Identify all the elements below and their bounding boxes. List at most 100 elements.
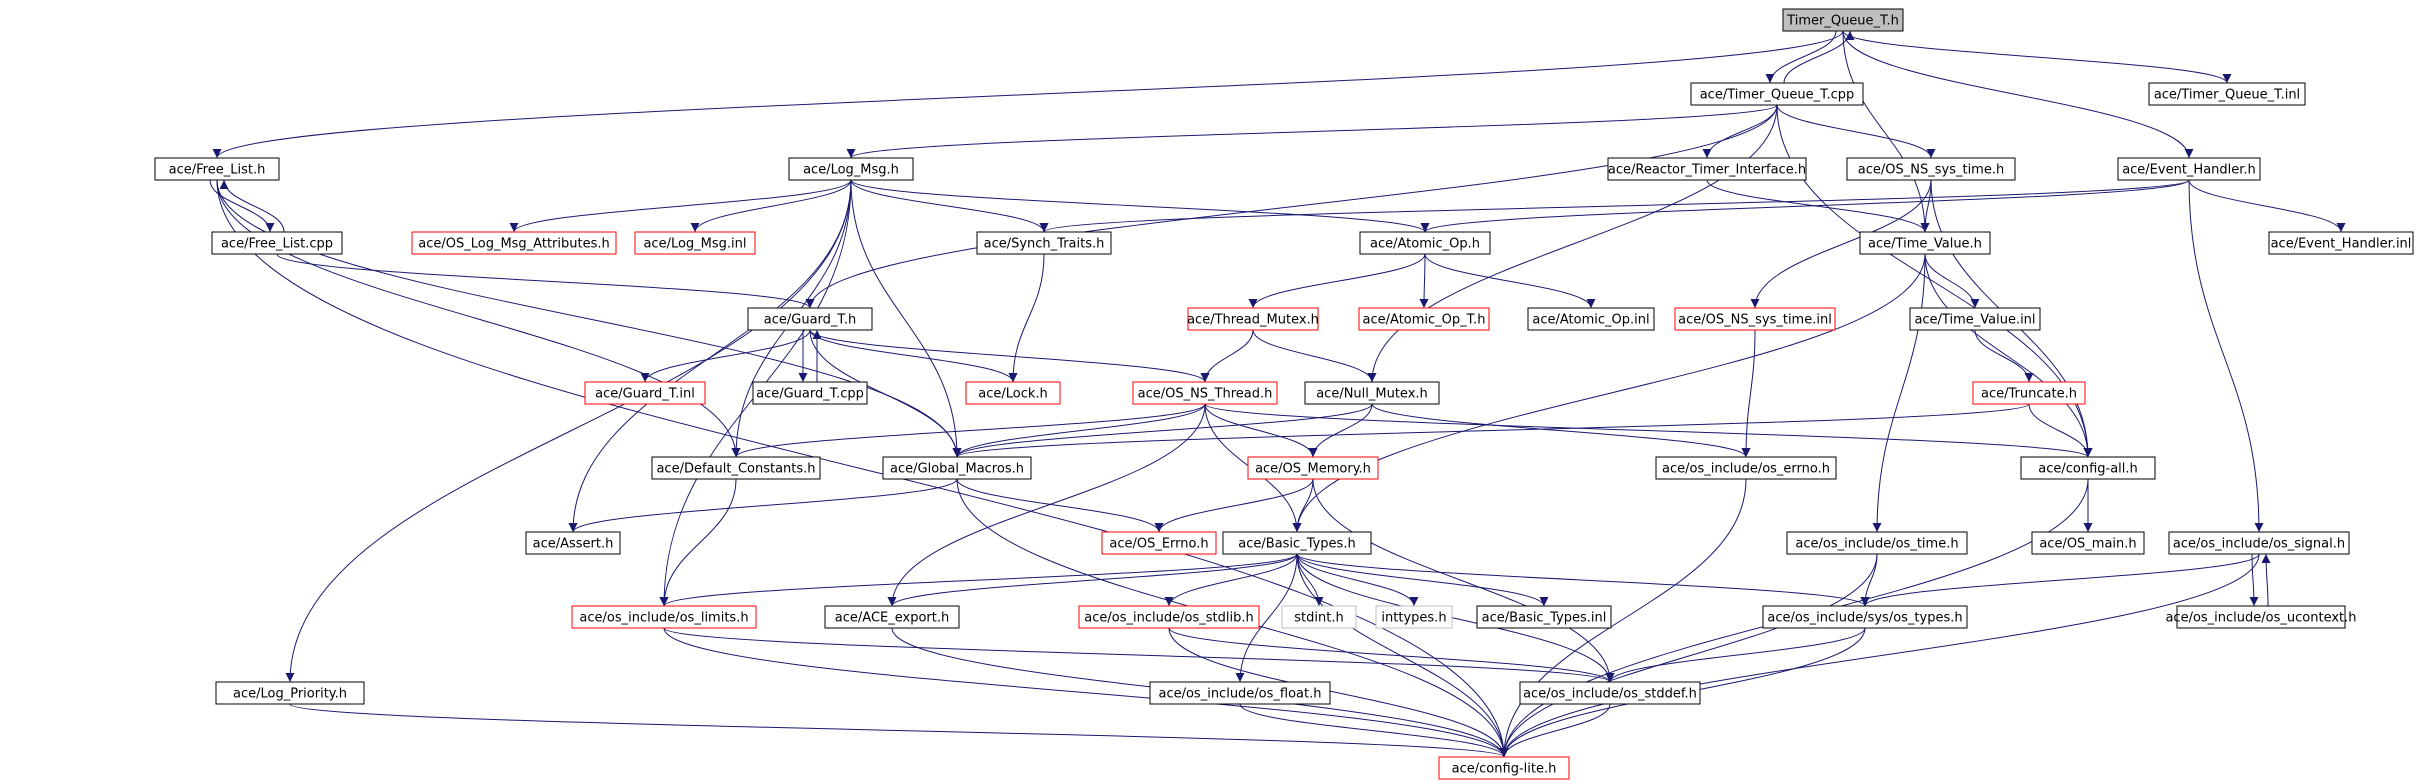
node-box[interactable] [1607,157,1807,181]
node-ace-os-include-os-limits-h[interactable]: ace/os_include/os_limits.h [571,605,757,629]
node-ace-synch-traits-h[interactable]: ace/Synch_Traits.h [976,231,1112,255]
node-ace-os-ns-sys-time-inl[interactable]: ace/OS_NS_sys_time.inl [1674,307,1836,331]
node-ace-os-include-os-signal-h[interactable]: ace/os_include/os_signal.h [2168,531,2350,555]
node-box[interactable] [976,231,1112,255]
node-box[interactable] [1786,531,1968,555]
node-box[interactable] [1859,231,1991,255]
node-ace-os-include-os-stdlib-h[interactable]: ace/os_include/os_stdlib.h [1078,605,1260,629]
node-ace-basic-types-inl[interactable]: ace/Basic_Types.inl [1476,605,1612,629]
node-box[interactable] [2268,231,2414,255]
node-box[interactable] [824,605,960,629]
node-box[interactable] [788,157,914,181]
node-box[interactable] [1187,307,1319,331]
node-ace-atomic-op-t-h[interactable]: ace/Atomic_Op_T.h [1358,307,1490,331]
node-box[interactable] [1519,681,1701,705]
node-ace-os-include-os-errno-h[interactable]: ace/os_include/os_errno.h [1655,456,1837,480]
node-box[interactable] [525,531,621,555]
node-ace-os-errno-h[interactable]: ace/OS_Errno.h [1101,531,1217,555]
node-ace-free-list-cpp[interactable]: ace/Free_List.cpp [211,231,343,255]
node-ace-config-lite-h[interactable]: ace/config-lite.h [1438,756,1570,780]
node-box[interactable] [882,456,1032,480]
node-ace-ace-export-h[interactable]: ace/ACE_export.h [824,605,960,629]
node-ace-log-priority-h[interactable]: ace/Log_Priority.h [215,681,365,705]
node-ace-global-macros-h[interactable]: ace/Global_Macros.h [882,456,1032,480]
node-box[interactable] [1101,531,1217,555]
node-box[interactable] [584,381,706,405]
node-box[interactable] [1438,756,1570,780]
node-ace-log-msg-inl[interactable]: ace/Log_Msg.inl [634,231,756,255]
node-ace-default-constants-h[interactable]: ace/Default_Constants.h [651,456,821,480]
node-ace-os-include-os-float-h[interactable]: ace/os_include/os_float.h [1149,681,1331,705]
node-ace-guard-t-h[interactable]: ace/Guard_T.h [747,307,873,331]
node-box[interactable] [1281,605,1357,629]
node-ace-timer-queue-t-inl[interactable]: ace/Timer_Queue_T.inl [2148,82,2306,106]
node-box[interactable] [571,605,757,629]
node-ace-event-handler-inl[interactable]: ace/Event_Handler.inl [2268,231,2414,255]
node-box[interactable] [1358,307,1490,331]
node-ace-os-include-os-time-h[interactable]: ace/os_include/os_time.h [1786,531,1968,555]
node-ace-time-value-h[interactable]: ace/Time_Value.h [1859,231,1991,255]
node-ace-os-include-os-ucontext-h[interactable]: ace/os_include/os_ucontext.h [2165,605,2357,629]
node-box[interactable] [215,681,365,705]
node-box[interactable] [2148,82,2306,106]
node-stdint-h[interactable]: stdint.h [1281,605,1357,629]
node-box[interactable] [1527,307,1655,331]
node-box[interactable] [1782,8,1904,32]
node-box[interactable] [1359,231,1491,255]
node-ace-log-msg-h[interactable]: ace/Log_Msg.h [788,157,914,181]
node-box[interactable] [411,231,617,255]
node-ace-assert-h[interactable]: ace/Assert.h [525,531,621,555]
node-box[interactable] [2176,605,2346,629]
node-box[interactable] [1078,605,1260,629]
node-ace-reactor-timer-interface-h[interactable]: ace/Reactor_Timer_Interface.h [1607,157,1807,181]
node-box[interactable] [1222,531,1372,555]
node-box[interactable] [154,157,280,181]
node-box[interactable] [1762,605,1968,629]
node-box[interactable] [1972,381,2086,405]
node-ace-os-main-h[interactable]: ace/OS_main.h [2031,531,2145,555]
node-ace-truncate-h[interactable]: ace/Truncate.h [1972,381,2086,405]
node-ace-os-include-sys-os-types-h[interactable]: ace/os_include/sys/os_types.h [1762,605,1968,629]
node-box[interactable] [1476,605,1612,629]
node-box[interactable] [2168,531,2350,555]
node-ace-atomic-op-inl[interactable]: ace/Atomic_Op.inl [1527,307,1655,331]
node-box[interactable] [2117,157,2261,181]
node-box[interactable] [965,381,1061,405]
node-box[interactable] [1674,307,1836,331]
node-ace-os-ns-thread-h[interactable]: ace/OS_NS_Thread.h [1132,381,1278,405]
node-ace-lock-h[interactable]: ace/Lock.h [965,381,1061,405]
node-ace-os-log-msg-attributes-h[interactable]: ace/OS_Log_Msg_Attributes.h [411,231,617,255]
node-box[interactable] [1304,381,1440,405]
node-box[interactable] [2020,456,2156,480]
node-ace-os-memory-h[interactable]: ace/OS_Memory.h [1247,456,1379,480]
node-box[interactable] [211,231,343,255]
node-ace-config-all-h[interactable]: ace/config-all.h [2020,456,2156,480]
node-ace-os-ns-sys-time-h[interactable]: ace/OS_NS_sys_time.h [1846,157,2016,181]
node-ace-timer-queue-t-cpp[interactable]: ace/Timer_Queue_T.cpp [1690,82,1864,106]
node-box[interactable] [1375,605,1453,629]
node-timer-queue-t-h[interactable]: Timer_Queue_T.h [1782,8,1904,32]
node-box[interactable] [1132,381,1278,405]
node-box[interactable] [752,381,868,405]
node-ace-guard-t-cpp[interactable]: ace/Guard_T.cpp [752,381,868,405]
node-box[interactable] [651,456,821,480]
node-ace-os-include-os-stddef-h[interactable]: ace/os_include/os_stddef.h [1519,681,1701,705]
node-box[interactable] [634,231,756,255]
node-ace-thread-mutex-h[interactable]: ace/Thread_Mutex.h [1187,307,1319,331]
node-ace-event-handler-h[interactable]: ace/Event_Handler.h [2117,157,2261,181]
node-ace-basic-types-h[interactable]: ace/Basic_Types.h [1222,531,1372,555]
node-ace-free-list-h[interactable]: ace/Free_List.h [154,157,280,181]
node-box[interactable] [2031,531,2145,555]
node-box[interactable] [1247,456,1379,480]
node-ace-null-mutex-h[interactable]: ace/Null_Mutex.h [1304,381,1440,405]
node-ace-guard-t-inl[interactable]: ace/Guard_T.inl [584,381,706,405]
node-ace-atomic-op-h[interactable]: ace/Atomic_Op.h [1359,231,1491,255]
node-inttypes-h[interactable]: inttypes.h [1375,605,1453,629]
node-ace-time-value-inl[interactable]: ace/Time_Value.inl [1909,307,2041,331]
node-box[interactable] [1846,157,2016,181]
node-box[interactable] [747,307,873,331]
node-box[interactable] [1909,307,2041,331]
node-box[interactable] [1655,456,1837,480]
node-box[interactable] [1149,681,1331,705]
node-box[interactable] [1690,82,1864,106]
